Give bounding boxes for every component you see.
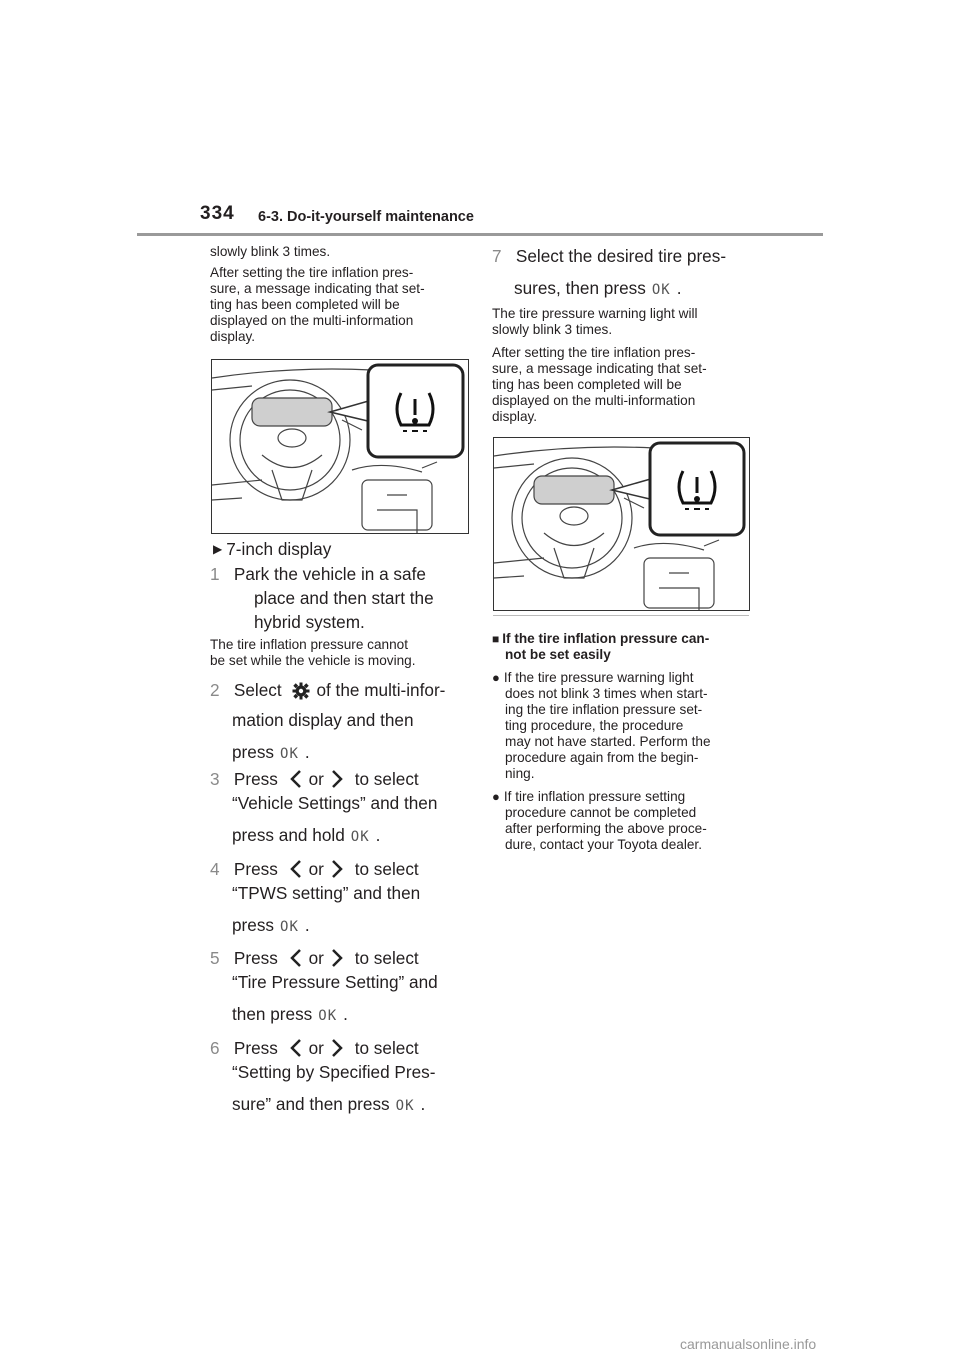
ok-button-label: OK: [350, 829, 370, 845]
ok-button-label: OK: [280, 919, 299, 935]
step-5: 5 Press or to select “Tire Pressure Sett…: [210, 948, 438, 1024]
section-title: 6-3. Do-it-yourself maintenance: [258, 209, 474, 225]
chevron-right-icon: [332, 770, 343, 788]
settings-gear-icon: [292, 682, 310, 700]
step-6: 6 Press or to select “Setting by Specifi…: [210, 1038, 436, 1114]
footer-watermark: carmanualsonline.info: [680, 1336, 817, 1352]
chevron-left-icon: [289, 949, 301, 967]
chevron-left-icon: [289, 1039, 301, 1057]
chevron-right-icon: [332, 1039, 343, 1057]
info-bullet-1: ●If the tire pressure warning light does…: [492, 670, 711, 781]
after-setting-note-right: After setting the tire inflation pres- s…: [492, 345, 707, 424]
ok-button-label: OK: [318, 1008, 338, 1024]
chevron-right-icon: [332, 949, 343, 967]
page-number: 334: [200, 203, 235, 224]
blink-note: The tire pressure warning light will slo…: [492, 306, 698, 337]
subhead-7inch: ▶7-inch display: [213, 539, 332, 559]
dashboard-illustration-1: [211, 359, 469, 534]
step-4: 4 Press or to select “TPWS setting” and …: [210, 859, 421, 935]
chevron-left-icon: [289, 860, 301, 878]
tpms-warning-icon: [395, 392, 435, 432]
step-1: 1 Park the vehicle in a safe place and t…: [210, 564, 434, 632]
info-bullet-2: ●If tire inflation pressure setting proc…: [492, 789, 707, 852]
figure-rule: [493, 615, 749, 616]
step-7: 7 Select the desired tire pres- sures, t…: [492, 246, 727, 298]
chevron-right-icon: [332, 860, 343, 878]
info-heading: ■If the tire inflation pressure can- not…: [492, 631, 710, 662]
ok-button-label: OK: [280, 746, 299, 762]
after-setting-note: After setting the tire inflation pres- s…: [210, 265, 425, 344]
step-3: 3 Press or to select “Vehicle Settings” …: [210, 769, 438, 845]
header-rule: [137, 233, 823, 236]
ok-button-label: OK: [651, 282, 671, 298]
dashboard-illustration-2: [493, 437, 750, 611]
ok-button-label: OK: [395, 1098, 415, 1114]
tpms-warning-icon: [677, 470, 717, 510]
moving-note: The tire inflation pressure cannot be se…: [210, 637, 416, 668]
step-2: 2 Select of the multi-infor- mation disp…: [210, 680, 446, 762]
chevron-left-icon: [289, 770, 301, 788]
continued-text: slowly blink 3 times.: [210, 244, 331, 259]
